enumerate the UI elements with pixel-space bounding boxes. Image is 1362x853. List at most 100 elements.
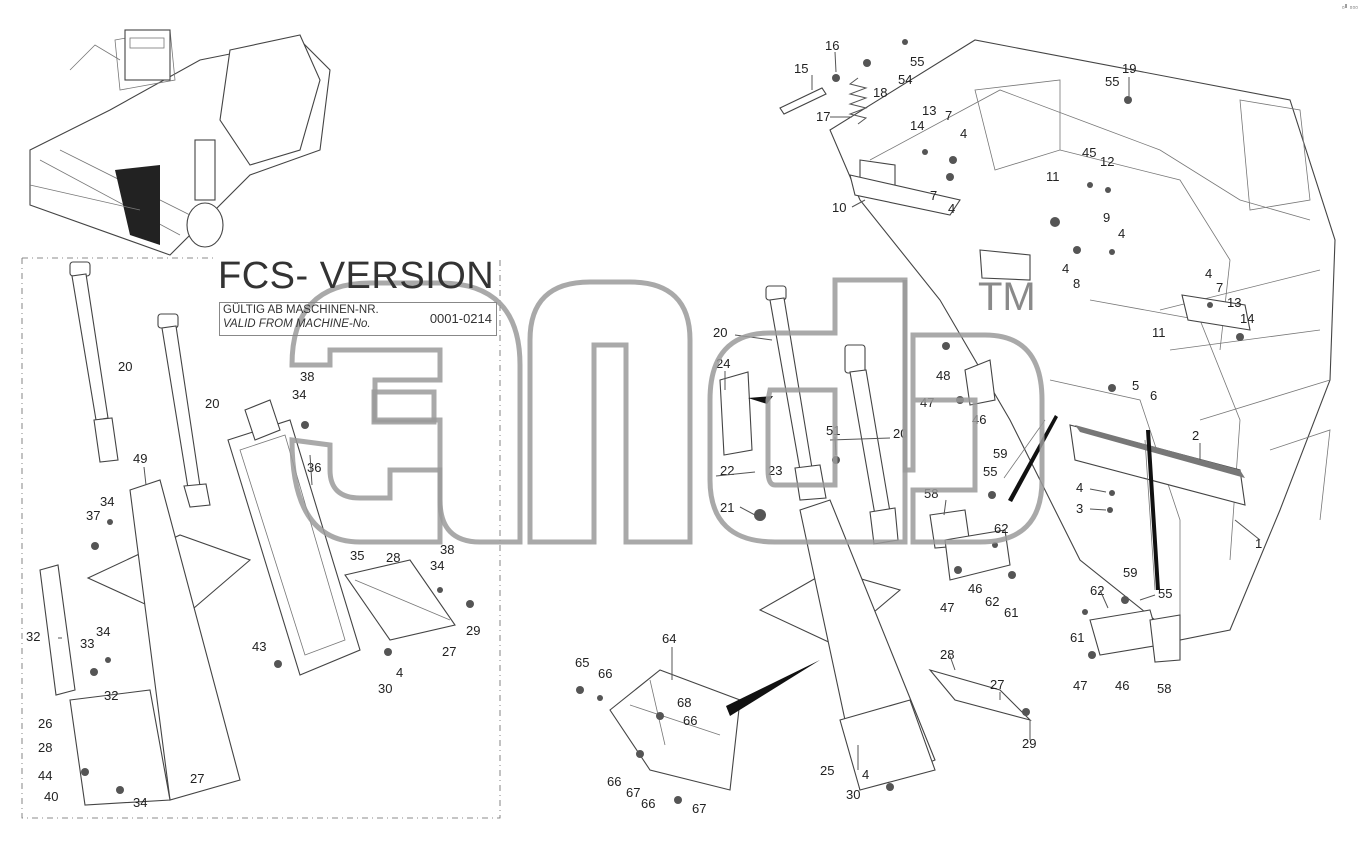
callout-59: 59	[993, 446, 1007, 461]
callout-20: 20	[118, 359, 132, 374]
callout-64: 64	[662, 631, 676, 646]
callout-7: 7	[945, 108, 952, 123]
callout-61: 61	[1004, 605, 1018, 620]
callout-35: 35	[350, 548, 364, 563]
left-cylinder-a	[69, 261, 119, 463]
left-cylinder-b	[157, 313, 211, 508]
callout-16: 16	[825, 38, 839, 53]
callout-13: 13	[922, 103, 936, 118]
watermark-trademark: TM	[978, 275, 1036, 319]
callout-58: 58	[1157, 681, 1171, 696]
callout-17: 17	[816, 109, 830, 124]
callout-20: 20	[713, 325, 727, 340]
callout-4: 4	[862, 767, 869, 782]
callout-5: 5	[1132, 378, 1139, 393]
watermark-logo	[289, 277, 1045, 545]
callout-13: 13	[1227, 295, 1241, 310]
callout-46: 46	[1115, 678, 1129, 693]
callout-54: 54	[898, 72, 912, 87]
callout-55: 55	[1105, 74, 1119, 89]
corner-mark: ▫ᴵᴵ ▫▫▫	[1341, 3, 1358, 12]
callout-25: 25	[820, 763, 834, 778]
callout-10: 10	[832, 200, 846, 215]
callout-59: 59	[1123, 565, 1137, 580]
callout-66: 66	[607, 774, 621, 789]
callout-32: 32	[104, 688, 118, 703]
callout-21: 21	[720, 500, 734, 515]
callout-30: 30	[846, 787, 860, 802]
fcs-boundary	[21, 257, 501, 819]
center-cylinder-a	[765, 285, 827, 501]
validity-label-en: VALID FROM MACHINE-No.	[223, 318, 371, 330]
cover-plate	[609, 669, 741, 791]
callout-68: 68	[677, 695, 691, 710]
callout-34: 34	[430, 558, 444, 573]
validity-serial-range: 0001-0214	[429, 311, 492, 326]
callout-62: 62	[994, 521, 1008, 536]
callout-14: 14	[910, 118, 924, 133]
callout-9: 9	[1103, 210, 1110, 225]
fcs-version-title: FCS- VERSION	[218, 255, 495, 297]
callout-2: 2	[1192, 428, 1199, 443]
callout-40: 40	[44, 789, 58, 804]
callout-33: 33	[80, 636, 94, 651]
callout-36: 36	[307, 460, 321, 475]
callout-26: 26	[38, 716, 52, 731]
callout-12: 12	[1100, 154, 1114, 169]
callout-27: 27	[990, 677, 1004, 692]
callout-11: 11	[1152, 325, 1166, 340]
callout-27: 27	[442, 644, 456, 659]
callout-7: 7	[1216, 280, 1223, 295]
callout-34: 34	[133, 795, 147, 810]
callout-37: 37	[86, 508, 100, 523]
callout-67: 67	[626, 785, 640, 800]
callout-20: 20	[205, 396, 219, 411]
callout-46: 46	[968, 581, 982, 596]
callout-47: 47	[1073, 678, 1087, 693]
callout-8: 8	[1073, 276, 1080, 291]
callout-44: 44	[38, 768, 52, 783]
callout-4: 4	[1062, 261, 1069, 276]
callout-4: 4	[948, 201, 955, 216]
machine-overview-thumbnail	[29, 29, 331, 256]
callout-4: 4	[1076, 480, 1083, 495]
callout-19: 19	[1122, 61, 1136, 76]
validity-label-de: GÜLTIG AB MASCHINEN-NR.	[223, 304, 379, 316]
callout-28: 28	[940, 647, 954, 662]
callout-55: 55	[983, 464, 997, 479]
callout-4: 4	[1118, 226, 1125, 241]
callout-55: 55	[1158, 586, 1172, 601]
callout-18: 18	[873, 85, 887, 100]
center-cylinder-b	[844, 344, 899, 545]
callout-6: 6	[1150, 388, 1157, 403]
callout-23: 23	[768, 463, 782, 478]
callout-32: 32	[26, 629, 40, 644]
callout-34: 34	[100, 494, 114, 509]
callout-28: 28	[38, 740, 52, 755]
callout-4: 4	[396, 665, 403, 680]
callout-7: 7	[930, 188, 937, 203]
callout-62: 62	[985, 594, 999, 609]
callout-11: 11	[1046, 169, 1060, 184]
callout-66: 66	[598, 666, 612, 681]
callout-27: 27	[190, 771, 204, 786]
callout-45: 45	[1082, 145, 1096, 160]
callout-43: 43	[252, 639, 266, 654]
callout-34: 34	[292, 387, 306, 402]
callout-61: 61	[1070, 630, 1084, 645]
callout-1: 1	[1255, 536, 1262, 551]
callout-48: 48	[936, 368, 950, 383]
callout-4: 4	[960, 126, 967, 141]
callout-49: 49	[133, 451, 147, 466]
callout-15: 15	[794, 61, 808, 76]
callout-labels: 1 2 3 4 5 6 7 4 7 4 8 4 9 4 10 11 11 12 …	[26, 38, 1262, 816]
callout-67: 67	[692, 801, 706, 816]
callout-4: 4	[1205, 266, 1212, 281]
callout-3: 3	[1076, 501, 1083, 516]
callout-29: 29	[466, 623, 480, 638]
callout-47: 47	[940, 600, 954, 615]
validity-box: GÜLTIG AB MASCHINEN-NR. VALID FROM MACHI…	[219, 302, 497, 336]
callout-28: 28	[386, 550, 400, 565]
